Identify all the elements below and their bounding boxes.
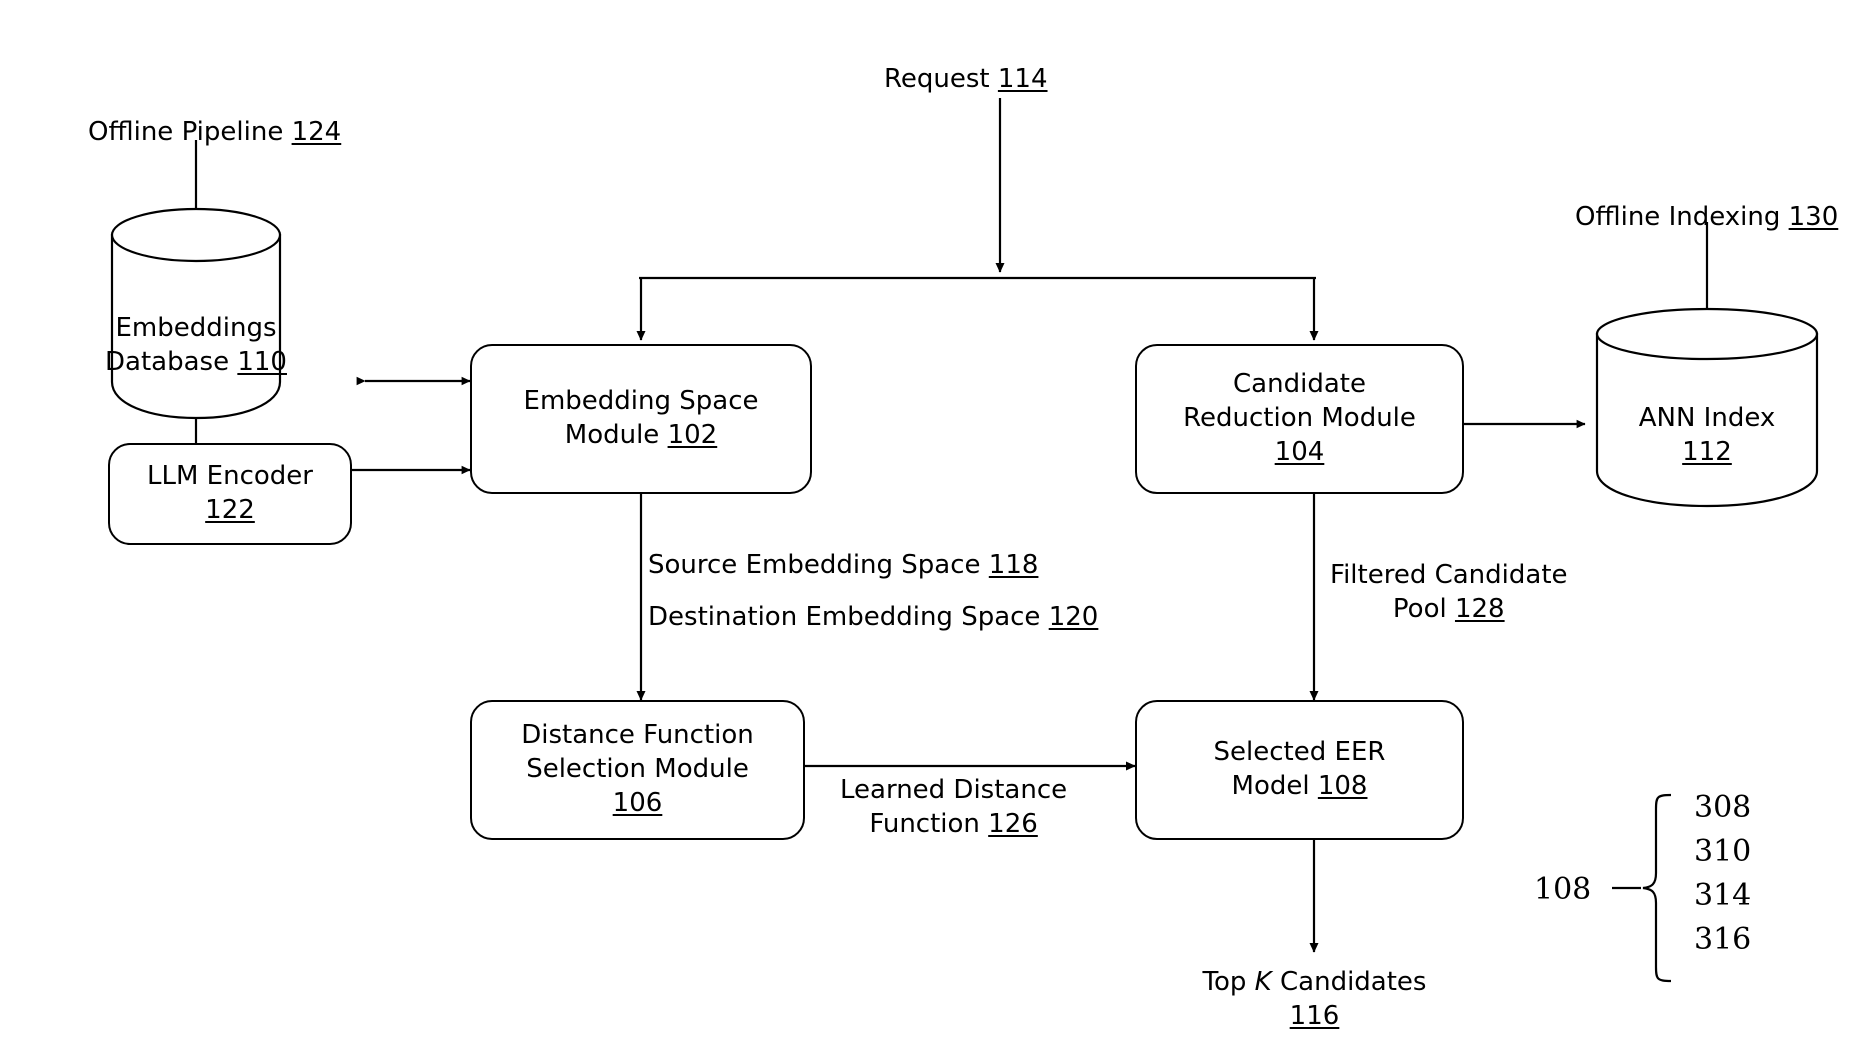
candidate-reduction-module-ref: 104 [1274,436,1325,467]
top-k-candidates-ref: 116 [1289,1001,1340,1032]
label-request: Request 114 [884,64,1048,94]
distance-function-module-line1: Distance Function [521,720,754,751]
bracket-item: 316 [1694,922,1752,957]
top-k-candidates-text: Top K Candidates [1202,967,1427,997]
learned-distance-function-line2: Function 126 [869,809,1038,840]
label-source-embedding-space: Source Embedding Space 118 [648,550,1039,580]
label-top-k-candidates: Top K Candidates 116 [1182,965,1447,1034]
ann-index-ref: 112 [1682,437,1732,467]
bracket-group-items: 308 310 314 316 [1694,793,1751,955]
learned-distance-function-line1: Learned Distance [840,775,1068,805]
bracket-group-label: 108 [1534,872,1592,907]
label-offline-indexing: Offline Indexing 130 [1575,202,1839,232]
node-embeddings-database[interactable]: Embeddings Database 110 [105,300,287,392]
ann-index-line1: ANN Index [1638,403,1776,434]
embedding-space-module-line1: Embedding Space [523,386,759,417]
filtered-candidate-pool-line1: Filtered Candidate [1330,560,1568,590]
label-offline-pipeline: Offline Pipeline 124 [88,117,342,147]
brace-108 [1642,793,1672,983]
label-learned-distance-function: Learned Distance Function 126 [840,773,1067,842]
label-filtered-candidate-pool: Filtered Candidate Pool 128 [1330,558,1568,627]
candidate-reduction-module-line1: Candidate [1233,369,1366,400]
bracket-item: 314 [1694,878,1752,913]
node-distance-function-selection-module[interactable]: Distance Function Selection Module 106 [470,700,805,840]
embedding-space-module-line2: Module 102 [564,420,718,450]
bracket-item: 310 [1694,834,1752,869]
distance-function-module-line2: Selection Module [526,754,749,785]
distance-function-module-ref: 106 [612,787,663,818]
node-selected-eer-model[interactable]: Selected EER Model 108 [1135,700,1464,840]
filtered-candidate-pool-line2: Pool 128 [1392,594,1505,625]
bracket-item: 308 [1694,790,1752,825]
embeddings-database-line2: Database 110 [105,347,287,377]
node-candidate-reduction-module[interactable]: Candidate Reduction Module 104 [1135,344,1464,494]
label-destination-embedding-space: Destination Embedding Space 120 [648,602,1099,632]
llm-encoder-ref: 122 [205,495,255,525]
embeddings-database-line1: Embeddings [115,313,277,344]
node-embedding-space-module[interactable]: Embedding Space Module 102 [470,344,812,494]
selected-eer-model-line2: Model 108 [1231,771,1368,801]
candidate-reduction-module-line2: Reduction Module [1183,403,1416,434]
node-ann-index[interactable]: ANN Index 112 [1597,390,1817,482]
node-llm-encoder[interactable]: LLM Encoder 122 [108,443,352,545]
selected-eer-model-line1: Selected EER [1213,737,1386,768]
llm-encoder-line1: LLM Encoder [147,461,313,492]
